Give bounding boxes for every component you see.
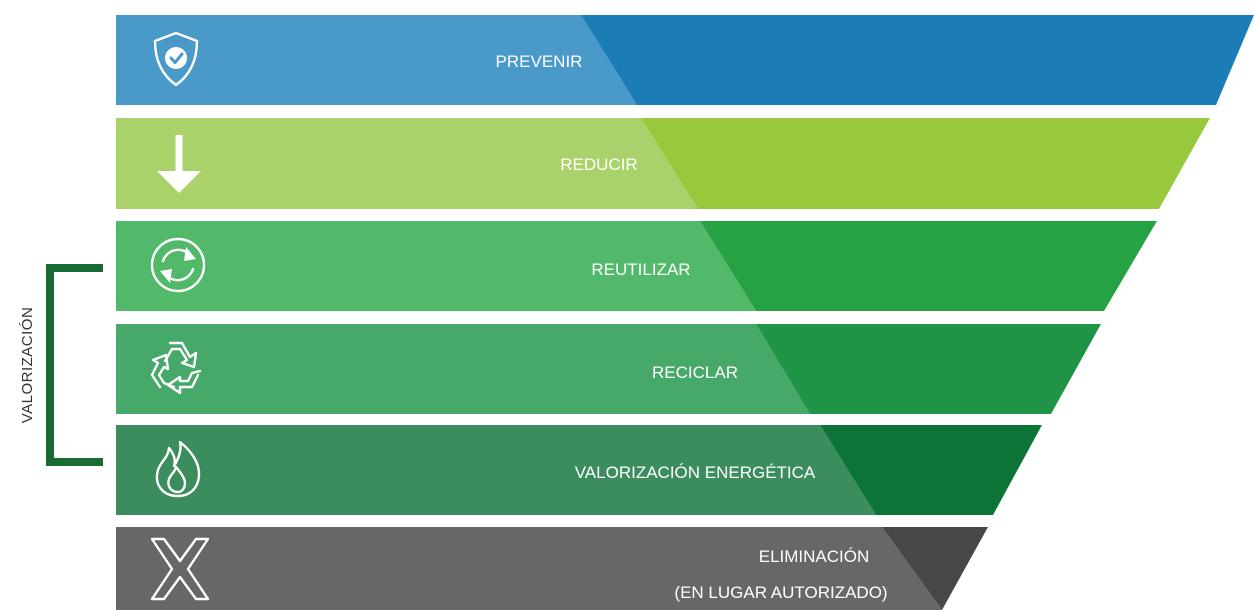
tier-eliminacion-dark-band	[882, 527, 988, 610]
x-icon	[150, 537, 210, 601]
refresh-icon	[150, 237, 206, 293]
tier-reutilizar-dark-band	[700, 221, 1157, 311]
flame-icon	[155, 440, 201, 498]
tier-valorizacion-energetica-label: VALORIZACIÓN ENERGÉTICA	[575, 463, 816, 482]
bracket-line	[46, 264, 103, 466]
tier-reciclar-light-band	[116, 324, 810, 414]
tier-valorizacion-energetica-light-band	[116, 425, 876, 515]
tier-reutilizar: REUTILIZAR	[116, 221, 1157, 311]
tier-reducir-label: REDUCIR	[560, 155, 637, 174]
tier-reciclar-label: RECICLAR	[652, 363, 738, 382]
tier-reducir-light-band	[116, 118, 698, 209]
tier-valorizacion-energetica-dark-band	[820, 425, 1042, 515]
tier-reducir-dark-band	[641, 118, 1210, 209]
tier-prevenir-label: PREVENIR	[496, 52, 583, 71]
tier-eliminacion-light-band	[116, 527, 942, 610]
tier-eliminacion-label-line-2: (EN LUGAR AUTORIZADO)	[674, 583, 887, 602]
tier-prevenir: PREVENIR	[116, 15, 1254, 105]
tier-reutilizar-light-band	[116, 221, 756, 311]
tier-reciclar: RECICLAR	[116, 324, 1101, 414]
tier-prevenir-light-band	[116, 15, 637, 105]
tier-eliminacion: ELIMINACIÓN (EN LUGAR AUTORIZADO)	[116, 527, 988, 610]
valorizacion-bracket: VALORIZACIÓN	[19, 264, 103, 466]
tier-reutilizar-label: REUTILIZAR	[591, 260, 690, 279]
recycle-icon	[150, 341, 202, 395]
shield-check-icon	[153, 31, 199, 87]
arrow-down-icon	[157, 135, 201, 193]
tier-eliminacion-label-line-1: ELIMINACIÓN	[759, 547, 870, 566]
tier-valorizacion-energetica: VALORIZACIÓN ENERGÉTICA	[116, 425, 1042, 515]
tier-prevenir-dark-band	[581, 15, 1254, 105]
bracket-label: VALORIZACIÓN	[19, 307, 36, 424]
tier-reciclar-dark-band	[756, 324, 1101, 414]
tier-reducir: REDUCIR	[116, 118, 1210, 209]
